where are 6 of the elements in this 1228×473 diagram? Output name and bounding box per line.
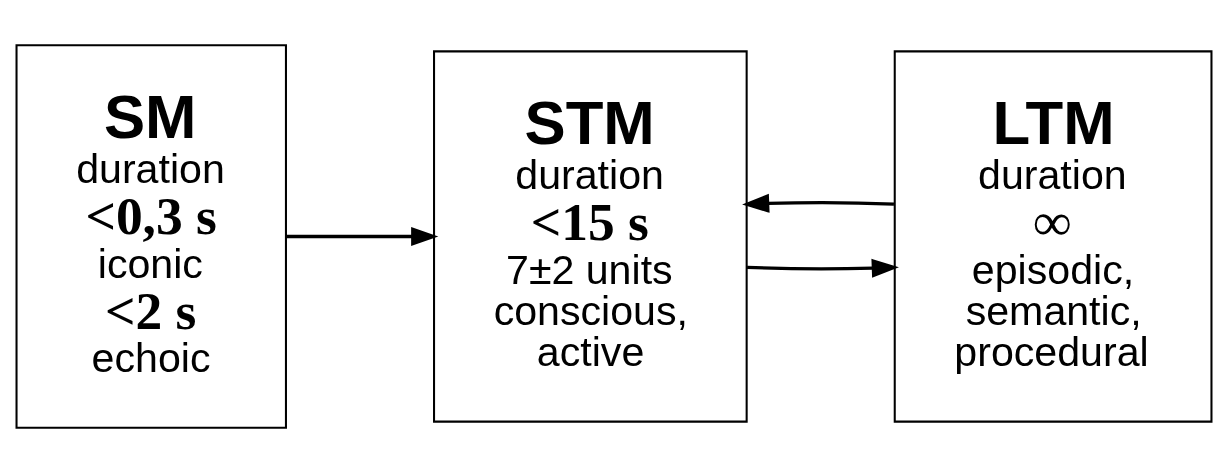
arrow	[742, 193, 895, 213]
node-box: SM duration <0,3 s iconic <2 s echoic	[15, 44, 287, 429]
arrow	[747, 258, 899, 278]
node-box: STM duration <15 s 7±2 units conscious, active	[433, 50, 748, 423]
node-box: LTM duration ∞ episodic, semantic, procedural	[893, 50, 1213, 423]
arrow	[286, 227, 439, 246]
